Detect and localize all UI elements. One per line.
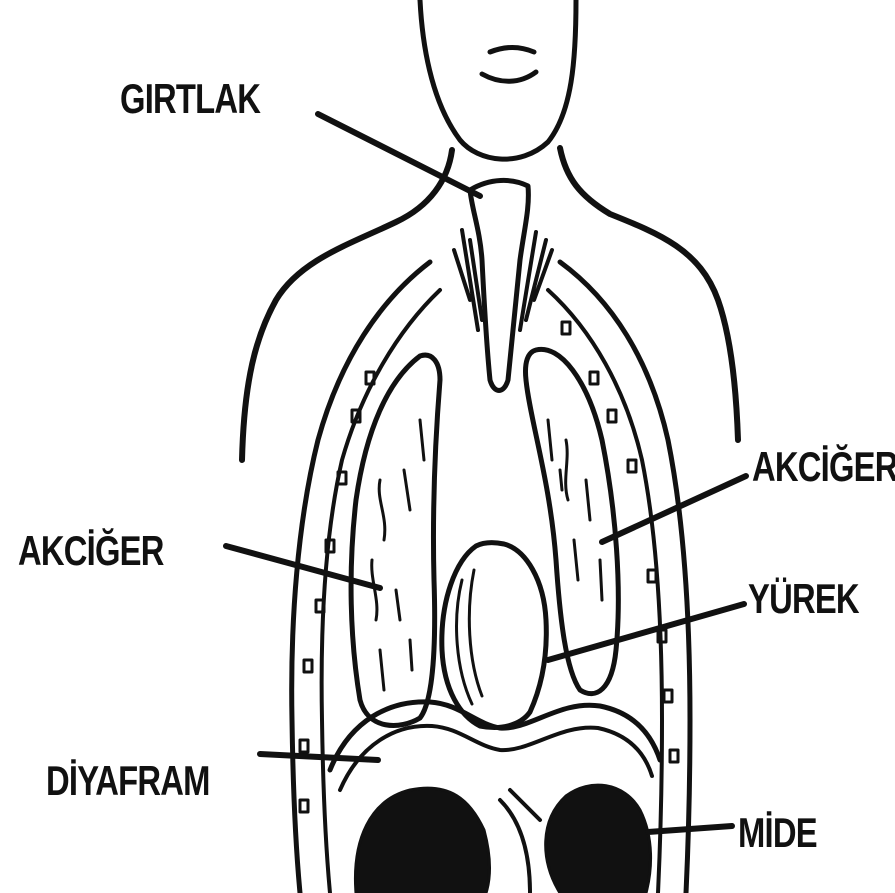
liver-dark: [355, 788, 489, 893]
abdomen-shading: [500, 790, 540, 893]
left-lung-texture: [372, 420, 424, 690]
mouth: [482, 48, 536, 82]
label-akciger-right: AKCİĞER: [752, 446, 895, 488]
stomach-dark: [546, 785, 651, 893]
label-diyafram: DİYAFRAM: [46, 760, 210, 802]
label-yurek: YÜREK: [748, 578, 859, 620]
label-mide: MİDE: [738, 812, 817, 854]
pointer-girtlak: [318, 114, 480, 196]
pointer-yurek: [548, 604, 744, 660]
pointer-akciger-left: [226, 546, 380, 588]
label-girtlak: GIRTLAK: [120, 78, 260, 120]
label-akciger-left: AKCİĞER: [18, 530, 164, 572]
body-outline-left: [242, 150, 452, 460]
diaphragm-inner: [340, 726, 652, 790]
heart-lines: [457, 570, 482, 704]
left-lung: [351, 355, 440, 725]
trachea-shading: [454, 230, 552, 330]
